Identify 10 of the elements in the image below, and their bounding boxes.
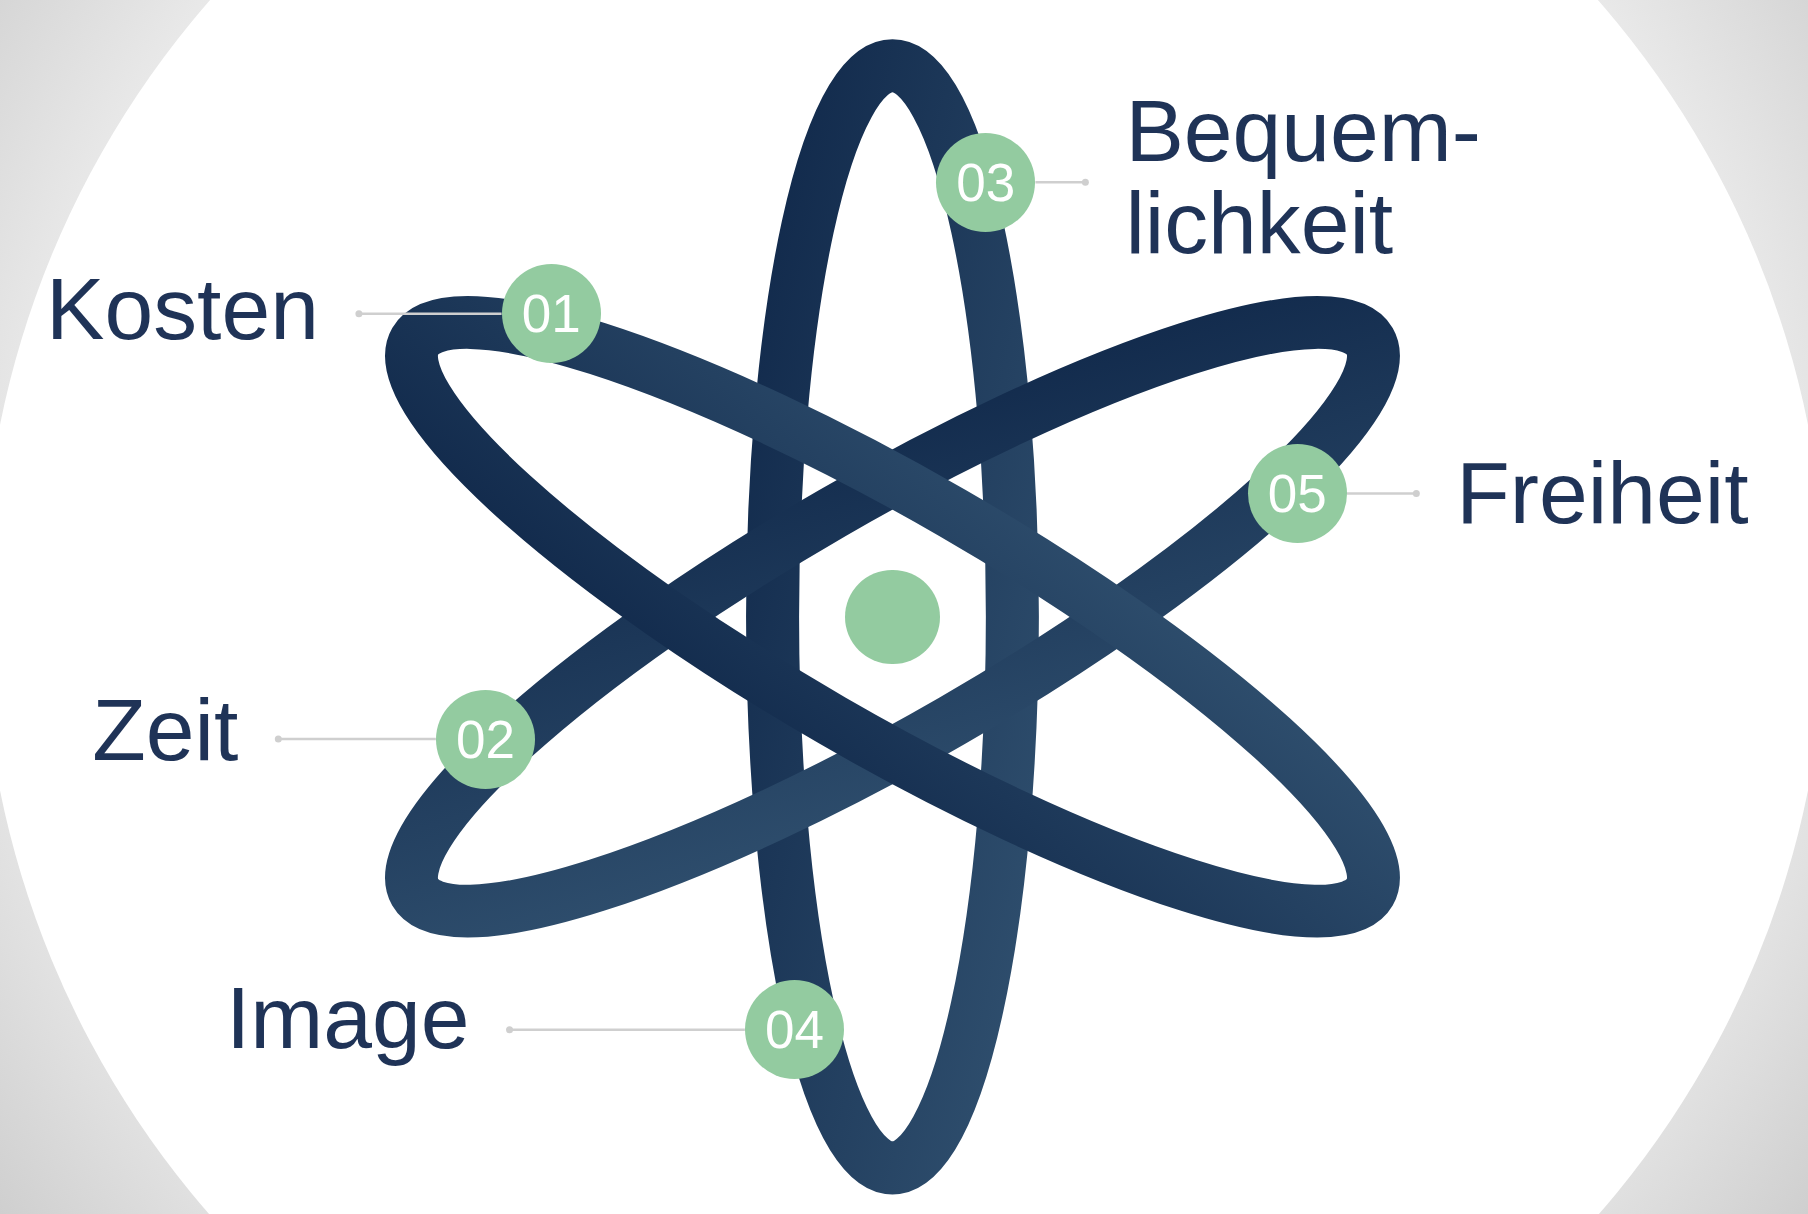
leader-line bbox=[1346, 490, 1420, 497]
category-label: Image bbox=[226, 972, 470, 1064]
category-label: Kosten bbox=[46, 262, 319, 355]
leader-line bbox=[274, 735, 436, 743]
category-label: Freiheit bbox=[1456, 447, 1749, 540]
leader-line bbox=[1035, 178, 1089, 186]
category-label: Bequem- lichkeit bbox=[1125, 85, 1576, 270]
leader-line bbox=[355, 310, 502, 318]
leader-line bbox=[506, 1026, 745, 1034]
category-label: Zeit bbox=[92, 683, 239, 776]
